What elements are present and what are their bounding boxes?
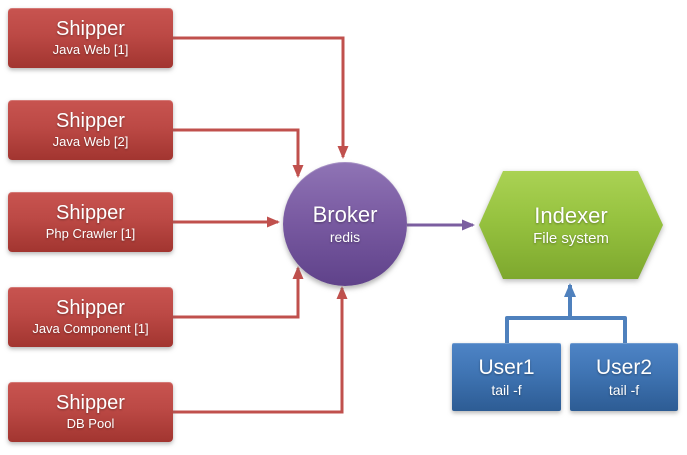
node-title: Indexer xyxy=(534,202,608,228)
node-subtitle: tail -f xyxy=(491,381,522,398)
node-subtitle: Java Web [2] xyxy=(52,134,129,149)
node-user1[interactable]: User1 tail -f xyxy=(452,343,561,411)
node-indexer-label: Indexer File system xyxy=(491,171,651,279)
node-subtitle: DB Pool xyxy=(66,416,115,431)
node-shipper-php-crawler-1[interactable]: Shipper Php Crawler [1] xyxy=(8,192,173,252)
node-indexer-hexagon[interactable] xyxy=(479,171,663,279)
node-title: User1 xyxy=(478,355,535,379)
node-subtitle: Php Crawler [1] xyxy=(45,226,136,241)
node-title: Shipper xyxy=(56,18,125,40)
node-shipper-java-web-1[interactable]: Shipper Java Web [1] xyxy=(8,8,173,68)
node-subtitle: Java Component [1] xyxy=(32,321,149,336)
node-subtitle: tail -f xyxy=(608,381,640,398)
node-subtitle: File system xyxy=(533,229,609,247)
connector-shipper2-broker xyxy=(173,128,304,178)
connector-shipper1-broker xyxy=(173,36,349,159)
connector-shipper4-broker xyxy=(173,266,304,319)
node-title: Shipper xyxy=(56,392,125,414)
node-subtitle: Java Web [1] xyxy=(52,42,129,57)
connector-shipper5-broker xyxy=(173,286,348,414)
node-user2[interactable]: User2 tail -f xyxy=(570,343,678,411)
connector-users-junction xyxy=(505,316,627,343)
node-title: Shipper xyxy=(56,297,125,319)
node-shipper-db-pool[interactable]: Shipper DB Pool xyxy=(8,382,173,442)
node-shipper-java-web-2[interactable]: Shipper Java Web [2] xyxy=(8,100,173,160)
node-title: Shipper xyxy=(56,202,125,224)
node-title: User2 xyxy=(595,355,653,379)
node-shipper-java-component-1[interactable]: Shipper Java Component [1] xyxy=(8,287,173,347)
node-title: Shipper xyxy=(56,110,125,132)
node-subtitle: redis xyxy=(329,229,361,245)
node-broker[interactable]: Broker redis xyxy=(283,162,407,286)
node-title: Broker xyxy=(312,202,378,227)
